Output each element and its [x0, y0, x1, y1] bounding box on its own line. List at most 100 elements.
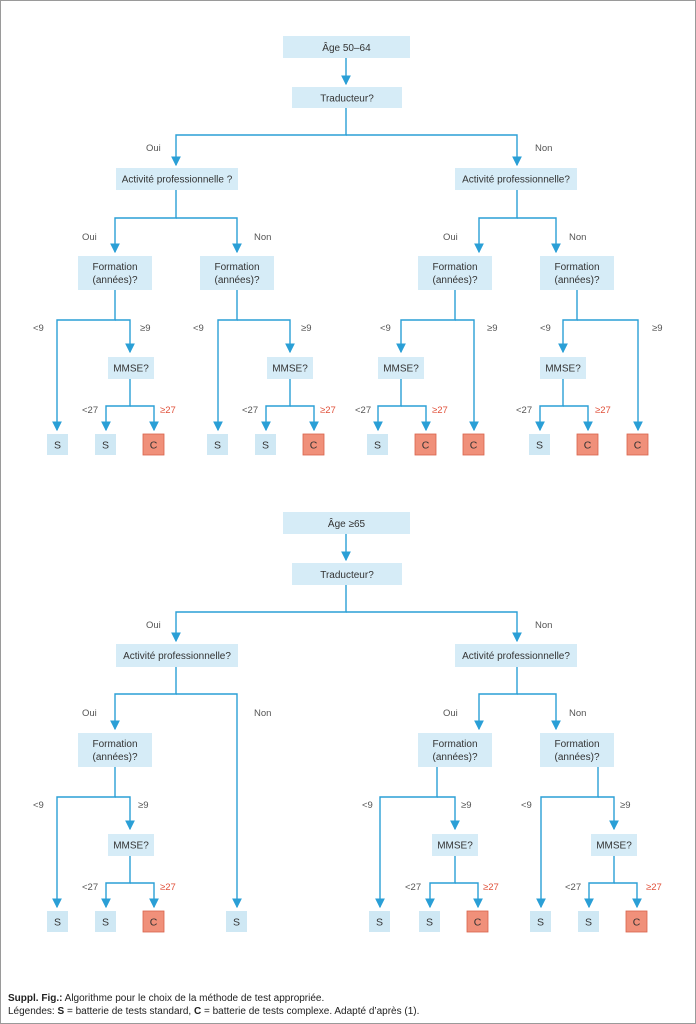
leaf-label: C: [470, 440, 478, 452]
leaf-complex: C: [576, 433, 599, 456]
caption-legend: Légendes: S = batterie de tests standard…: [8, 1005, 688, 1018]
education-label-line2: (années)?: [554, 752, 599, 763]
edge: [563, 405, 593, 432]
edge: [52, 767, 116, 909]
edge: [171, 585, 347, 643]
leaf-standard: S: [419, 911, 440, 932]
education-label-line1: Formation: [214, 262, 259, 273]
edge: [425, 856, 456, 909]
edge: [115, 796, 135, 831]
leaf-standard: S: [529, 434, 550, 455]
branch-label-ge9: ≥9: [140, 323, 151, 334]
edge: [346, 611, 522, 643]
activity-node-right: Activité professionnelle?: [455, 644, 577, 667]
edge: [373, 379, 402, 432]
edge: [52, 290, 116, 432]
leaf-label: S: [233, 917, 240, 929]
edge: [237, 319, 295, 354]
branch-label-ge27: ≥27: [595, 405, 611, 416]
leaf-label: C: [150, 440, 158, 452]
edge: [176, 217, 242, 254]
education-label-line1: Formation: [92, 262, 137, 273]
mmse-node: MMSE?: [108, 834, 154, 856]
mmse-node: MMSE?: [378, 357, 424, 379]
leaf-complex: C: [142, 433, 165, 456]
branch-label-yes: Oui: [82, 708, 97, 719]
leaf-label: C: [310, 440, 318, 452]
branch-label-lt9: <9: [380, 323, 391, 334]
branch-label-lt27: <27: [242, 405, 258, 416]
education-node: Formation (années)?: [418, 733, 492, 767]
education-node: Formation (années)?: [78, 256, 152, 290]
branch-label-yes: Oui: [146, 620, 161, 631]
leaf-label: S: [102, 440, 109, 452]
translator-label: Traducteur?: [320, 570, 374, 581]
branch-label-ge9: ≥9: [461, 800, 472, 811]
branch-label-lt27: <27: [82, 405, 98, 416]
edge: [110, 190, 177, 254]
leaf-standard: S: [369, 911, 390, 932]
leaf-standard: S: [226, 911, 247, 932]
legend-key-s: S: [57, 1006, 65, 1017]
figure-caption: Suppl. Fig.: Algorithme pour le choix de…: [8, 992, 688, 1018]
leaf-label: C: [422, 440, 430, 452]
education-label-line1: Formation: [432, 262, 477, 273]
caption-text: Algorithme pour le choix de la méthode d…: [62, 993, 325, 1004]
edge: [535, 379, 564, 432]
education-label-line1: Formation: [92, 739, 137, 750]
leaf-label: C: [150, 917, 158, 929]
edge: [346, 134, 522, 167]
branch-label-ge27: ≥27: [160, 405, 176, 416]
tree-age-50-64: Âge 50–64 Traducteur? Activité professio…: [33, 36, 663, 456]
education-node: Formation (années)?: [418, 256, 492, 290]
mmse-node: MMSE?: [267, 357, 313, 379]
mmse-label: MMSE?: [272, 364, 308, 375]
leaf-standard: S: [47, 911, 68, 932]
branch-label-lt9: <9: [540, 323, 551, 334]
education-label-line2: (années)?: [432, 275, 477, 286]
education-label-line2: (années)?: [214, 275, 259, 286]
caption-line-1: Suppl. Fig.: Algorithme pour le choix de…: [8, 992, 688, 1005]
edge: [101, 379, 131, 432]
activity-label: Activité professionnelle?: [123, 651, 231, 662]
branch-label-lt9: <9: [33, 800, 44, 811]
edge: [110, 667, 177, 731]
activity-node-left: Activité professionnelle?: [116, 644, 238, 667]
legend-prefix: Légendes:: [8, 1006, 58, 1017]
legend-key-c: C: [193, 1006, 202, 1017]
leaf-standard: S: [530, 911, 551, 932]
edge: [290, 405, 319, 432]
edge: [130, 405, 159, 432]
branch-label-no: Non: [569, 232, 586, 243]
branch-label-ge27: ≥27: [483, 882, 499, 893]
activity-node-left: Activité professionnelle ?: [116, 168, 238, 190]
branch-label-lt27: <27: [516, 405, 532, 416]
translator-node: Traducteur?: [292, 563, 402, 585]
activity-label: Activité professionnelle?: [462, 175, 570, 186]
leaf-standard: S: [95, 911, 116, 932]
leaf-complex: C: [625, 910, 648, 933]
root-label: Âge 50–64: [322, 41, 371, 54]
mmse-label: MMSE?: [113, 364, 149, 375]
edge: [517, 693, 561, 731]
branch-label-yes: Oui: [146, 143, 161, 154]
mmse-node: MMSE?: [591, 834, 637, 856]
education-label-line2: (années)?: [432, 752, 477, 763]
leaf-standard: S: [367, 434, 388, 455]
branch-label-yes: Oui: [443, 232, 458, 243]
branch-label-no: Non: [569, 708, 586, 719]
leaf-complex: C: [626, 433, 649, 456]
branch-label-ge27: ≥27: [320, 405, 336, 416]
leaf-label: S: [214, 440, 221, 452]
branch-label-lt27: <27: [405, 882, 421, 893]
mmse-node: MMSE?: [432, 834, 478, 856]
leaf-standard: S: [47, 434, 68, 455]
root-node-age-50-64: Âge 50–64: [283, 36, 410, 58]
edge: [101, 856, 131, 909]
edge: [474, 190, 518, 254]
edge: [558, 290, 578, 354]
education-label-line2: (années)?: [554, 275, 599, 286]
edge: [437, 796, 460, 831]
branch-label-ge9: ≥9: [301, 323, 312, 334]
mmse-label: MMSE?: [113, 841, 149, 852]
